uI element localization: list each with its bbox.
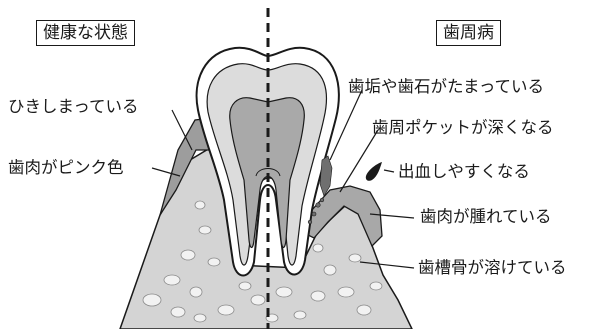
blood-drop-icon [366,162,382,181]
label-deep-pocket: 歯周ポケットが深くなる [372,118,554,138]
label-pink-gum: 歯肉がピンク色 [8,158,124,178]
periodontal-disease-header: 歯周病 [436,20,501,46]
label-bone-loss: 歯槽骨が溶けている [418,258,567,278]
label-plaque-tartar: 歯垢や歯石がたまっている [348,77,544,97]
label-swollen-gum: 歯肉が腫れている [420,207,552,227]
label-bleeding: 出血しやすくなる [398,162,530,182]
healthy-state-header: 健康な状態 [36,20,135,46]
label-tight: ひきしまっている [8,97,139,117]
